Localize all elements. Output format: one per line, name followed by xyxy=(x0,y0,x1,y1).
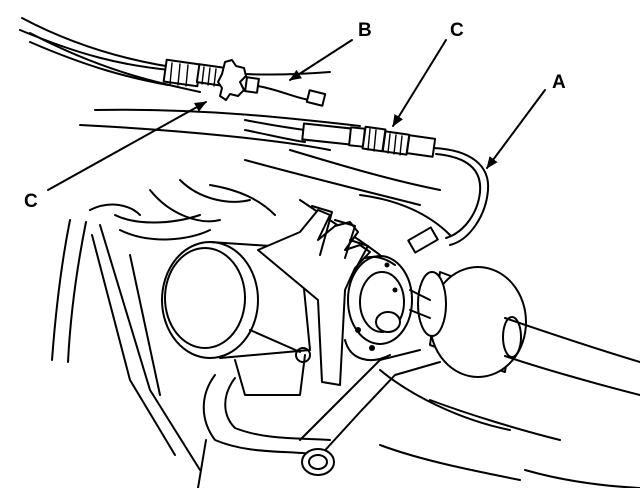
label-c-lower: C xyxy=(24,191,38,212)
throttle-pulley xyxy=(344,255,413,361)
cylinder-right xyxy=(409,266,640,396)
cable-middle xyxy=(244,119,490,254)
throttle-body xyxy=(161,241,311,396)
label-c-upper: C xyxy=(450,20,464,41)
label-b: B xyxy=(358,20,372,41)
frame-tube-left xyxy=(51,203,211,488)
throttle-bracket xyxy=(257,205,371,386)
callout-arrows xyxy=(47,39,546,191)
arrow-b xyxy=(289,39,353,81)
label-a: A xyxy=(552,72,566,93)
arrow-c-upper xyxy=(392,39,447,127)
cable-upper xyxy=(19,29,327,107)
coolant-pipe xyxy=(202,349,640,488)
arrow-a xyxy=(486,89,546,169)
arrow-c-lower xyxy=(47,101,207,191)
